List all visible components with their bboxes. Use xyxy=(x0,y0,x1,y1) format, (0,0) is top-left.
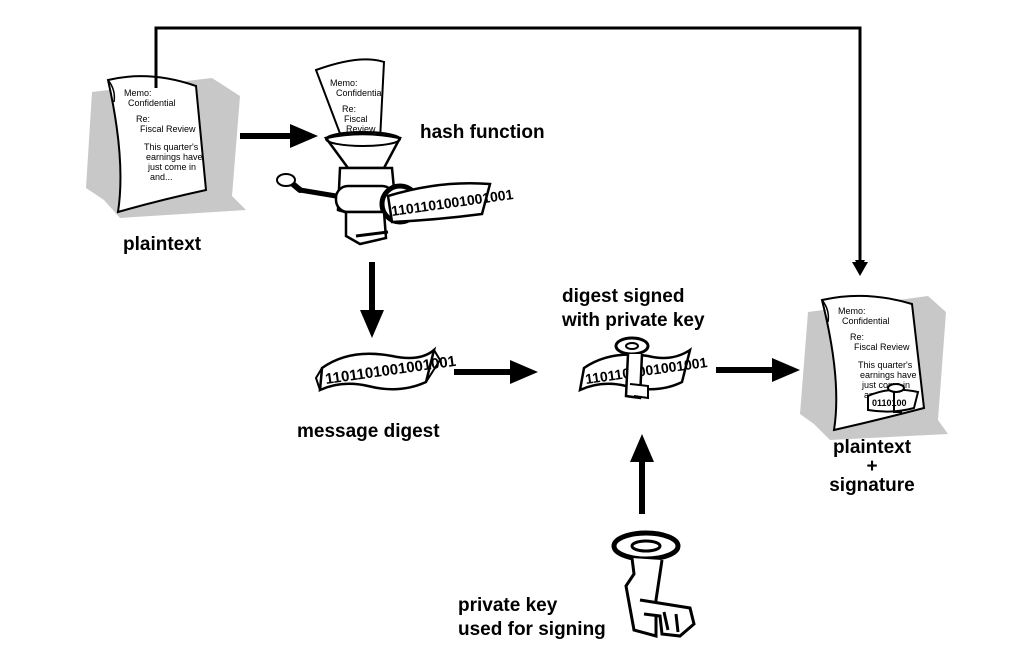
digest-ribbon-icon: 1101101001001001 xyxy=(314,346,457,393)
key-icon xyxy=(614,336,650,400)
plaintext-signature-line-2: + xyxy=(866,456,878,477)
digest-signed-line-2: with private key xyxy=(562,310,705,331)
plaintext-document-icon: Memo: Confidential Re: Fiscal Review Thi… xyxy=(86,75,246,218)
signed-memo-line-4: Fiscal Review xyxy=(854,342,910,352)
plaintext-signature-line-3: signature xyxy=(829,475,915,496)
signed-digest-icon: 1101101001001001 xyxy=(578,336,708,400)
signed-memo-line-1: Memo: xyxy=(838,306,866,316)
memo-line-5: This quarter's xyxy=(144,142,199,152)
private-key-line-1: private key xyxy=(458,595,558,616)
memo-line-8: and... xyxy=(150,172,173,182)
plaintext-signature-label: plaintext + signature xyxy=(812,436,932,498)
signed-memo-line-3: Re: xyxy=(850,332,864,342)
signed-document-icon: Memo: Confidential Re: Fiscal Review Thi… xyxy=(800,294,948,440)
private-key-label: private key used for signing xyxy=(458,594,606,642)
bypass-arrow-icon xyxy=(154,26,865,270)
private-key-line-2: used for signing xyxy=(458,619,606,640)
memo-line-2: Confidential xyxy=(128,98,176,108)
plaintext-label: plaintext xyxy=(123,234,202,255)
plaintext-to-hash-arrow-icon xyxy=(240,124,318,148)
memo-line-7: just come in xyxy=(147,162,196,172)
plaintext-signature-line-1: plaintext xyxy=(832,437,912,458)
digest-signed-label: digest signed with private key xyxy=(562,285,705,333)
arrows xyxy=(154,26,868,514)
digest-signed-line-1: digest signed xyxy=(562,286,685,307)
memo-line-1: Memo: xyxy=(124,88,152,98)
funnel-memo-line-3: Re: xyxy=(342,104,356,114)
memo-line-4: Fiscal Review xyxy=(140,124,196,134)
memo-line-3: Re: xyxy=(136,114,150,124)
message-digest-label: message digest xyxy=(297,421,440,442)
signed-to-document-arrow-icon xyxy=(716,358,800,382)
funnel-memo-line-4: Fiscal xyxy=(344,114,368,124)
funnel-memo-line-1: Memo: xyxy=(330,78,358,88)
memo-line-6: earnings have xyxy=(146,152,203,162)
funnel-memo-line-5: Review xyxy=(346,124,376,134)
signed-memo-line-7: just come in xyxy=(861,380,910,390)
signature-bits: 0110100 xyxy=(872,398,907,408)
signed-memo-line-6: earnings have xyxy=(860,370,917,380)
digest-to-signed-arrow-icon xyxy=(454,360,538,384)
hash-to-digest-arrow-icon xyxy=(360,262,384,338)
key-to-signed-arrow-icon xyxy=(630,434,654,514)
signed-memo-line-2: Confidential xyxy=(842,316,890,326)
private-key-icon xyxy=(611,530,696,638)
funnel-memo-line-2: Confidential xyxy=(336,88,384,98)
hash-function-label: hash function xyxy=(420,122,545,143)
meat-grinder-icon: Memo: Confidential Re: Fiscal Review 110… xyxy=(276,58,514,246)
signed-memo-line-5: This quarter's xyxy=(858,360,913,370)
